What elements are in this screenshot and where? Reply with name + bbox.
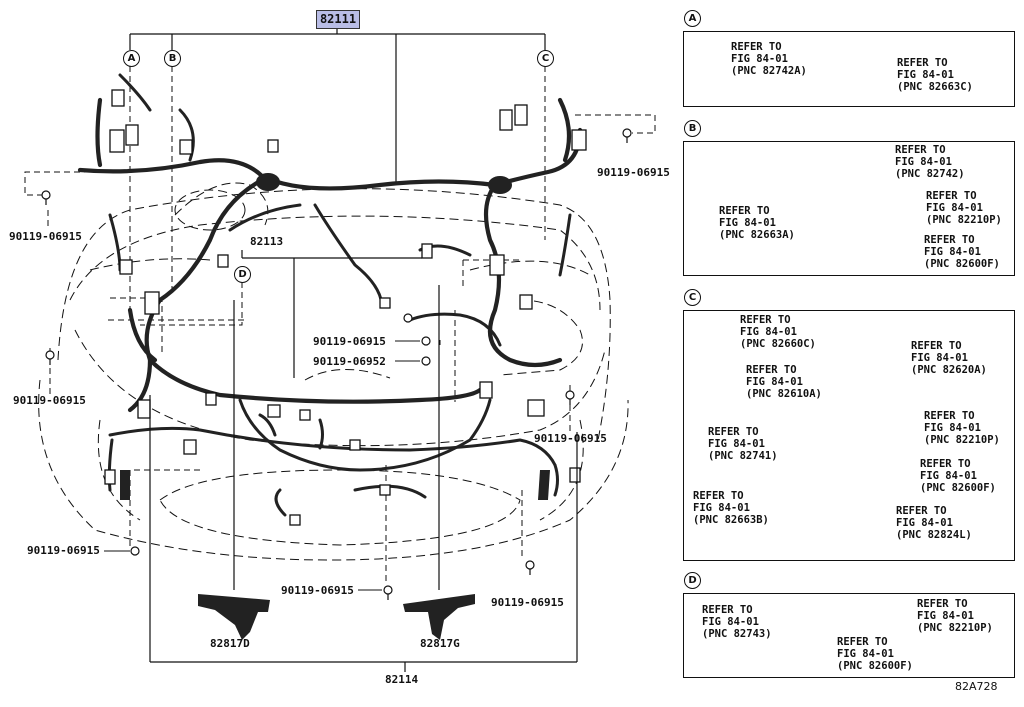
panel-c-ref-5[interactable]: REFER TO FIG 84-01 (PNC 82741) [708, 426, 778, 462]
harness-trunk [77, 97, 583, 413]
panel-b-ref-2[interactable]: REFER TO FIG 84-01 (PNC 82210P) [926, 190, 1002, 226]
bolt-label-center-2[interactable]: 90119-06952 [313, 355, 386, 368]
panel-d-letter: D [684, 572, 701, 589]
bolt-label-center-1[interactable]: 90119-06915 [313, 335, 386, 348]
part-82114-label[interactable]: 82114 [385, 673, 419, 686]
detail-panel-a [683, 31, 1015, 107]
callout-d[interactable]: D [234, 266, 251, 283]
panel-b-ref-4[interactable]: REFER TO FIG 84-01 (PNC 82600F) [924, 234, 1000, 270]
panel-a-letter: A [684, 10, 701, 27]
panel-b-ref-3[interactable]: REFER TO FIG 84-01 (PNC 82663A) [719, 205, 795, 241]
figure-code: 82A728 [955, 680, 998, 693]
bracket-82113 [241, 250, 422, 378]
callout-leaders [129, 66, 546, 326]
bolt-label-right[interactable]: 90119-06915 [534, 432, 607, 445]
vehicle-body-outline [38, 182, 629, 561]
panel-d-ref-1[interactable]: REFER TO FIG 84-01 (PNC 82743) [702, 604, 772, 640]
panel-c-ref-8[interactable]: REFER TO FIG 84-01 (PNC 82824L) [896, 505, 972, 541]
grommets [256, 173, 512, 194]
protector-parts [198, 594, 475, 640]
bolt-label-upper-left[interactable]: 90119-06915 [9, 230, 82, 243]
callout-c[interactable]: C [537, 50, 554, 67]
part-82817g-label[interactable]: 82817G [420, 637, 460, 650]
callout-b[interactable]: B [164, 50, 181, 67]
panel-d-ref-2[interactable]: REFER TO FIG 84-01 (PNC 82210P) [917, 598, 993, 634]
main-part-number[interactable]: 82111 [316, 10, 360, 29]
main-leader-lines [129, 28, 546, 185]
bolt-label-left[interactable]: 90119-06915 [13, 394, 86, 407]
connectors [104, 89, 587, 526]
panel-c-letter: C [684, 289, 701, 306]
detail-panel-d [683, 593, 1015, 678]
panel-b-letter: B [684, 120, 701, 137]
bolt-label-lower-right[interactable]: 90119-06915 [491, 596, 564, 609]
detail-panel-b [683, 141, 1015, 276]
panel-d-ref-3[interactable]: REFER TO FIG 84-01 (PNC 82600F) [837, 636, 913, 672]
bottom-dashed [233, 285, 440, 590]
panel-a-ref-2[interactable]: REFER TO FIG 84-01 (PNC 82663C) [897, 57, 973, 93]
bolt-label-lower-left[interactable]: 90119-06915 [27, 544, 100, 557]
lower-harness [120, 470, 550, 500]
bolt-label-upper-right[interactable]: 90119-06915 [597, 166, 670, 179]
detail-panel-c [683, 310, 1015, 561]
bolt-leaders [24, 114, 656, 582]
panel-b-ref-1[interactable]: REFER TO FIG 84-01 (PNC 82742) [895, 144, 965, 180]
callout-a[interactable]: A [123, 50, 140, 67]
bolt-label-lower-center[interactable]: 90119-06915 [281, 584, 354, 597]
harness-branches [107, 73, 572, 517]
part-82817d-label[interactable]: 82817D [210, 637, 250, 650]
panel-c-ref-7[interactable]: REFER TO FIG 84-01 (PNC 82663B) [693, 490, 769, 526]
panel-c-ref-6[interactable]: REFER TO FIG 84-01 (PNC 82600F) [920, 458, 996, 494]
panel-c-ref-1[interactable]: REFER TO FIG 84-01 (PNC 82660C) [740, 314, 816, 350]
panel-a-ref-1[interactable]: REFER TO FIG 84-01 (PNC 82742A) [731, 41, 807, 77]
part-82113-label[interactable]: 82113 [250, 235, 284, 248]
panel-c-ref-3[interactable]: REFER TO FIG 84-01 (PNC 82610A) [746, 364, 822, 400]
panel-c-ref-2[interactable]: REFER TO FIG 84-01 (PNC 82620A) [911, 340, 987, 376]
panel-c-ref-4[interactable]: REFER TO FIG 84-01 (PNC 82210P) [924, 410, 1000, 446]
mid-bolt-leaders [104, 340, 420, 591]
bolt-icons [41, 128, 632, 600]
